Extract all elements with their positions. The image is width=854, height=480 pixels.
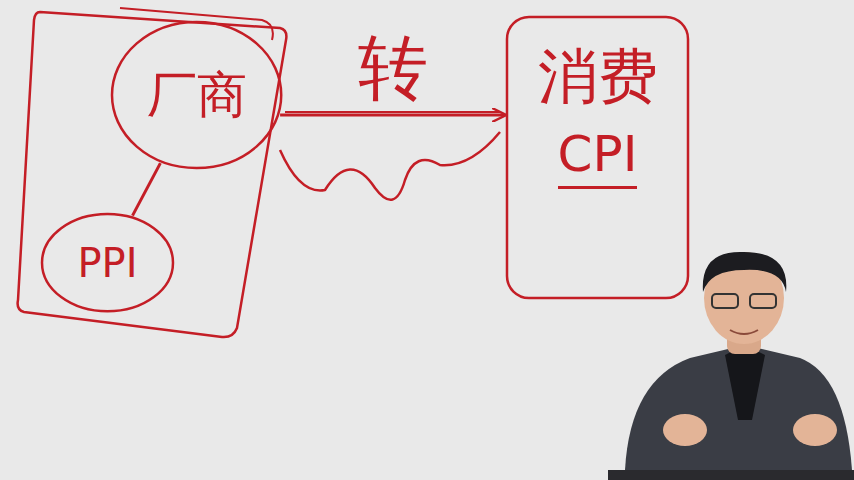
group-outline bbox=[18, 12, 287, 337]
suit bbox=[625, 345, 852, 470]
connector-arrow bbox=[280, 114, 505, 117]
hair bbox=[703, 252, 787, 292]
node-title: 厂商 bbox=[147, 68, 247, 123]
hand bbox=[793, 414, 837, 446]
arrow-stroke bbox=[285, 111, 500, 113]
node-title: PPI bbox=[77, 241, 137, 285]
glasses bbox=[750, 294, 776, 308]
glasses bbox=[712, 294, 738, 308]
hand bbox=[663, 414, 707, 446]
ellipse-node: PPI bbox=[40, 212, 175, 313]
node-title: 消费 bbox=[538, 43, 658, 109]
wavy-line bbox=[280, 132, 500, 200]
outline-shape bbox=[507, 17, 688, 298]
group-outline-stroke bbox=[120, 8, 273, 40]
node-text: CPI bbox=[558, 127, 638, 189]
desk bbox=[608, 470, 854, 480]
rounded-box: 消费 CPI bbox=[505, 15, 690, 300]
shirt bbox=[725, 345, 765, 420]
edge-label: 转 bbox=[358, 33, 428, 103]
teacher-figure bbox=[608, 252, 854, 480]
outline-shape bbox=[112, 22, 281, 168]
ellipse-node: 厂商 bbox=[110, 20, 283, 170]
outline-shape bbox=[42, 214, 173, 311]
mouth bbox=[730, 330, 758, 334]
connector-line bbox=[133, 163, 161, 215]
